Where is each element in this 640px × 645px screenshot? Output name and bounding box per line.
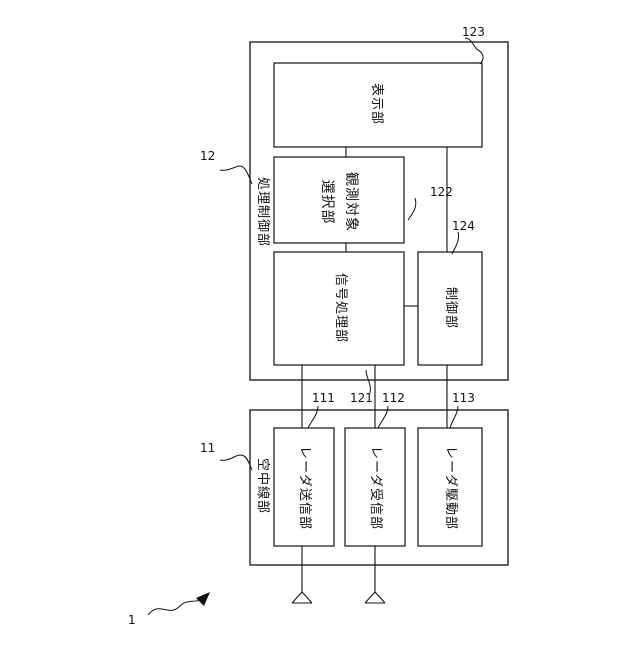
ref-signal: 121 [350, 392, 373, 404]
drive-label: レーダ駆動部 [443, 446, 457, 530]
control-label: 制御部 [443, 287, 457, 329]
ref-drive: 113 [452, 392, 475, 404]
ref-display: 123 [462, 26, 485, 38]
ref-rx: 112 [382, 392, 405, 404]
figure-leader [148, 598, 204, 615]
select-label-line1: 観測対象 [341, 172, 359, 232]
leader-111 [308, 406, 318, 428]
ref-proc-unit: 12 [200, 150, 215, 162]
select-block [274, 157, 404, 243]
select-label-line2: 選択部 [317, 180, 335, 225]
air-unit-label: 空中線部 [255, 458, 269, 514]
rx-label: レーダ受信部 [368, 446, 382, 530]
display-label: 表示部 [369, 83, 383, 125]
ref-tx: 111 [312, 392, 335, 404]
tx-antenna-icon [292, 592, 312, 603]
ref-control: 124 [452, 220, 475, 232]
leader-11 [220, 455, 252, 470]
proc-unit-label: 処理制御部 [255, 177, 269, 247]
leader-122 [408, 198, 416, 220]
leader-124 [452, 232, 459, 254]
signal-label: 信号処理部 [333, 273, 347, 343]
leader-121 [366, 370, 370, 393]
tx-label: レーダ送信部 [297, 446, 311, 530]
leader-12 [220, 166, 252, 184]
ref-select: 122 [430, 186, 453, 198]
leader-113 [450, 406, 458, 428]
rx-antenna-icon [365, 592, 385, 603]
leader-112 [378, 406, 388, 428]
ref-air-unit: 11 [200, 442, 215, 454]
figure-label: 1 [128, 614, 136, 626]
figure-arrowhead-icon [196, 592, 210, 606]
